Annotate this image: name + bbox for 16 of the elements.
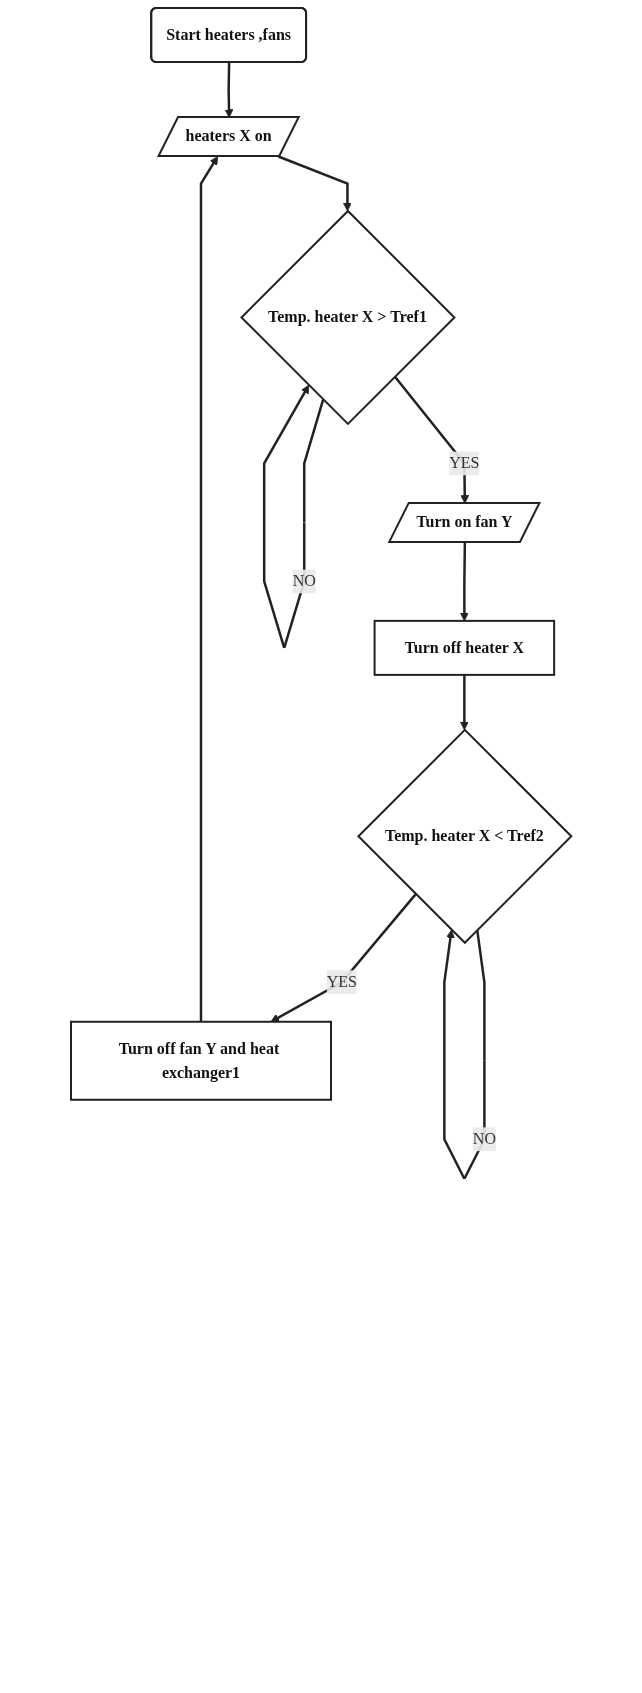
edge-label: YES [449,454,480,472]
edge-label: NO [292,572,316,590]
node-diamond: Temp. heater X > Tref1 [239,209,456,426]
node-box: Turn off fan Y and heat exchanger1 [69,1020,332,1101]
arrow [459,674,469,731]
arrow [224,62,234,118]
arrow [270,893,417,1023]
arrow [442,929,486,1180]
edge-label: NO [472,1130,496,1148]
node-box: Turn off heater X [373,619,555,676]
arrow [277,155,352,212]
node-diamond: Temp. heater X < Tref2 [356,728,573,945]
arrow [199,156,218,1022]
edge-label: YES [326,973,357,991]
arrow [262,384,325,649]
arrow [459,542,469,622]
